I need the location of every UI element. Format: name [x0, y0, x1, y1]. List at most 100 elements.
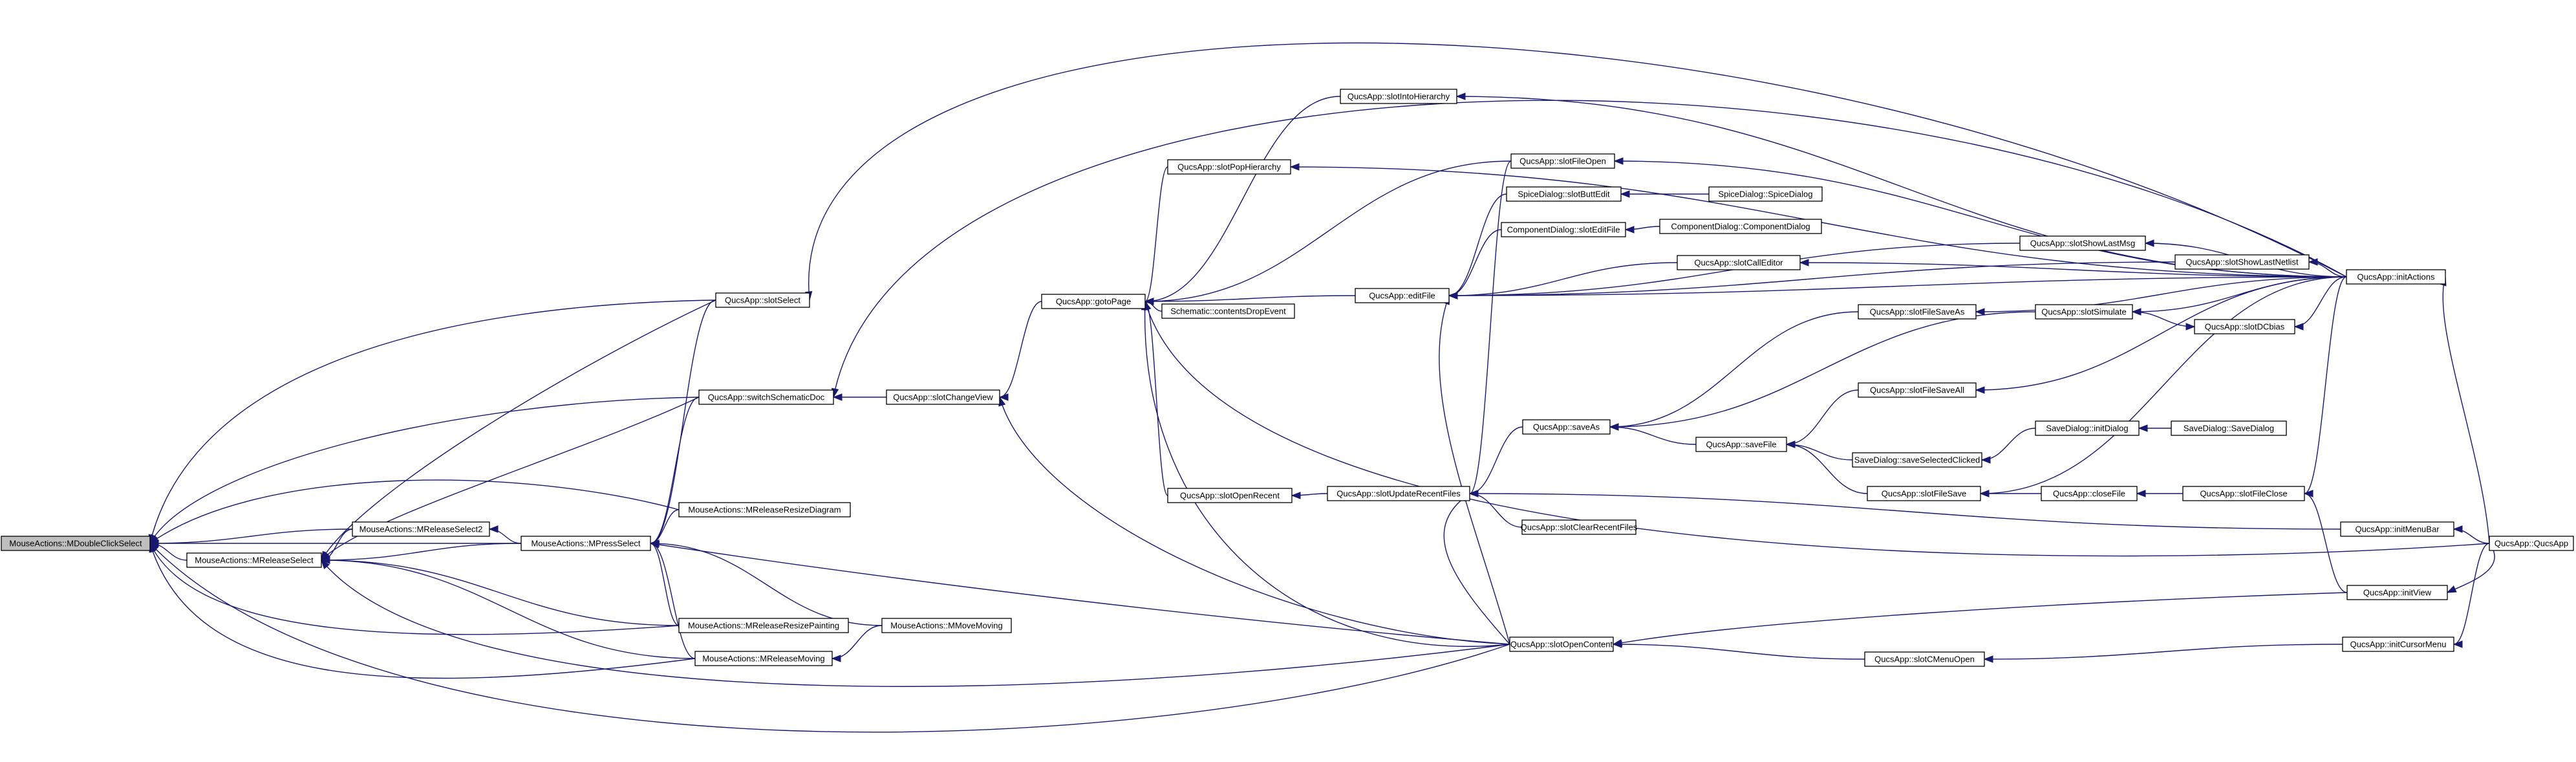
- node-box: [2041, 486, 2138, 501]
- call-edge: [1439, 295, 1510, 645]
- call-edge: [1448, 193, 1507, 296]
- arrowhead-icon: [2308, 258, 2318, 266]
- node-label: QucsApp::slotFileClose: [2200, 489, 2287, 499]
- graph-node[interactable]: QucsApp::initMenuBar: [2340, 521, 2454, 537]
- node-label: SaveDialog::initDialog: [2046, 424, 2128, 433]
- node-label: QucsApp::switchSchematicDoc: [708, 393, 825, 402]
- node-box: [2346, 269, 2446, 285]
- node-label: QucsApp::initMenuBar: [2355, 525, 2440, 534]
- graph-node[interactable]: ComponentDialog::slotEditFile: [1501, 222, 1626, 237]
- graph-node[interactable]: QucsApp::saveAs: [1522, 419, 1611, 435]
- call-edge: [1448, 262, 1678, 296]
- call-edge: [1609, 311, 2036, 428]
- node-box: [886, 389, 1000, 405]
- graph-node[interactable]: MouseActions::MReleaseResizePainting: [678, 618, 849, 633]
- graph-node[interactable]: MouseActions::MReleaseResizeDiagram: [678, 502, 851, 517]
- arrowhead-icon: [488, 525, 499, 533]
- graph-node[interactable]: QucsApp::QucsApp: [2489, 536, 2574, 551]
- graph-node[interactable]: ComponentDialog::ComponentDialog: [1659, 219, 1822, 234]
- graph-node[interactable]: QucsApp::slotSelect: [715, 292, 810, 308]
- graph-node[interactable]: MouseActions::MMoveMoving: [881, 618, 1012, 633]
- graph-node[interactable]: QucsApp::slotFileOpen: [1510, 153, 1615, 169]
- graph-node[interactable]: QucsApp::slotChangeView: [886, 389, 1000, 405]
- node-box: [186, 552, 322, 568]
- call-edge: [2132, 311, 2195, 327]
- graph-node[interactable]: SaveDialog::SaveDialog: [2171, 420, 2287, 436]
- node-label: ComponentDialog::ComponentDialog: [1671, 222, 1810, 232]
- graph-node[interactable]: QucsApp::slotPopHierarchy: [1167, 159, 1291, 175]
- call-edge: [1469, 160, 1512, 494]
- arrowhead-icon: [1980, 456, 1991, 464]
- graph-node[interactable]: QucsApp::slotFileSaveAs: [1858, 304, 1977, 320]
- graph-node[interactable]: QucsApp::saveFile: [1695, 437, 1787, 452]
- call-edge: [2304, 493, 2348, 593]
- graph-node[interactable]: MouseActions::MDoubleClickSelect: [1, 536, 151, 551]
- graph-node[interactable]: QucsApp::slotShowLastNetlist: [2174, 254, 2310, 270]
- call-edge: [1613, 592, 2348, 645]
- call-edge: [999, 397, 1510, 645]
- call-edge: [650, 543, 1510, 645]
- graph-node[interactable]: QucsApp::slotShowLastMsg: [2019, 235, 2146, 251]
- graph-node[interactable]: QucsApp::slotOpenContent: [1509, 637, 1614, 652]
- graph-node[interactable]: MouseActions::MReleaseMoving: [694, 651, 833, 666]
- node-box: [1858, 304, 1977, 320]
- call-edge: [1144, 96, 1341, 302]
- graph-node[interactable]: QucsApp::initActions: [2346, 269, 2446, 285]
- call-edge: [1448, 276, 2347, 296]
- graph-node[interactable]: SpiceDialog::slotButtEdit: [1506, 186, 1622, 202]
- node-label: QucsApp::slotOpenRecent: [1180, 491, 1280, 501]
- call-edge: [149, 299, 716, 544]
- graph-node[interactable]: QucsApp::slotOpenRecent: [1167, 488, 1293, 503]
- node-box: [1695, 437, 1787, 452]
- graph-node[interactable]: QucsApp::switchSchematicDoc: [698, 389, 834, 405]
- node-box: [881, 618, 1012, 633]
- graph-node[interactable]: SaveDialog::saveSelectedClicked: [1852, 452, 1982, 468]
- graph-node[interactable]: QucsApp::slotSimulate: [2035, 304, 2133, 320]
- node-label: QucsApp::slotSimulate: [2041, 307, 2127, 317]
- call-edge: [1786, 444, 1868, 494]
- arrowhead-icon: [1620, 190, 1630, 198]
- node-box: [1510, 153, 1615, 169]
- graph-node[interactable]: SaveDialog::initDialog: [2035, 420, 2140, 436]
- node-box: [1864, 651, 1985, 667]
- graph-node[interactable]: QucsApp::slotIntoHierarchy: [1340, 89, 1457, 104]
- call-edge: [1469, 493, 1523, 528]
- graph-node[interactable]: QucsApp::initCursorMenu: [2342, 637, 2454, 652]
- graph-node[interactable]: QucsApp::closeFile: [2041, 486, 2138, 501]
- node-box: [1708, 186, 1823, 202]
- node-label: QucsApp::gotoPage: [1056, 297, 1131, 307]
- arrowhead-icon: [649, 541, 660, 549]
- node-label: MouseActions::MDoubleClickSelect: [9, 539, 142, 549]
- call-edge: [321, 560, 696, 659]
- call-edge: [1609, 311, 1859, 428]
- graph-node[interactable]: QucsApp::slotFileClose: [2182, 486, 2305, 501]
- graph-node[interactable]: MouseActions::MPressSelect: [521, 536, 651, 551]
- node-label: MouseActions::MReleaseSelect: [195, 556, 314, 565]
- graph-node[interactable]: SpiceDialog::SpiceDialog: [1708, 186, 1823, 202]
- call-edge: [321, 560, 1510, 687]
- graph-node[interactable]: QucsApp::initView: [2346, 585, 2448, 600]
- node-box: [1858, 382, 1977, 398]
- arrowhead-icon: [2453, 525, 2463, 533]
- graph-node[interactable]: QucsApp::editFile: [1355, 288, 1450, 303]
- arrowhead-icon: [2138, 424, 2148, 432]
- arrowhead-icon: [1975, 308, 1985, 316]
- graph-node[interactable]: QucsApp::slotFileSave: [1867, 486, 1981, 501]
- call-edge: [650, 509, 680, 544]
- graph-node[interactable]: QucsApp::slotCallEditor: [1677, 255, 1801, 270]
- graph-node[interactable]: MouseActions::MReleaseSelect: [186, 552, 322, 568]
- node-label: QucsApp::slotUpdateRecentFiles: [1336, 489, 1461, 499]
- graph-node[interactable]: MouseActions::MReleaseSelect2: [352, 521, 490, 537]
- graph-node[interactable]: QucsApp::slotClearRecentFiles: [1521, 519, 1638, 535]
- call-edge: [1786, 444, 1853, 461]
- graph-node[interactable]: Schematic::contentsDropEvent: [1161, 303, 1295, 319]
- graph-node[interactable]: QucsApp::gotoPage: [1041, 294, 1146, 309]
- graph-node[interactable]: QucsApp::slotDCbias: [2194, 319, 2295, 334]
- call-edge: [1984, 644, 2343, 660]
- graph-node[interactable]: QucsApp::slotUpdateRecentFiles: [1327, 486, 1470, 501]
- call-edge: [149, 543, 696, 679]
- call-edge: [1469, 493, 2341, 530]
- node-label: MouseActions::MMoveMoving: [890, 621, 1002, 631]
- graph-node[interactable]: QucsApp::slotCMenuOpen: [1864, 651, 1985, 667]
- graph-node[interactable]: QucsApp::slotFileSaveAll: [1858, 382, 1977, 398]
